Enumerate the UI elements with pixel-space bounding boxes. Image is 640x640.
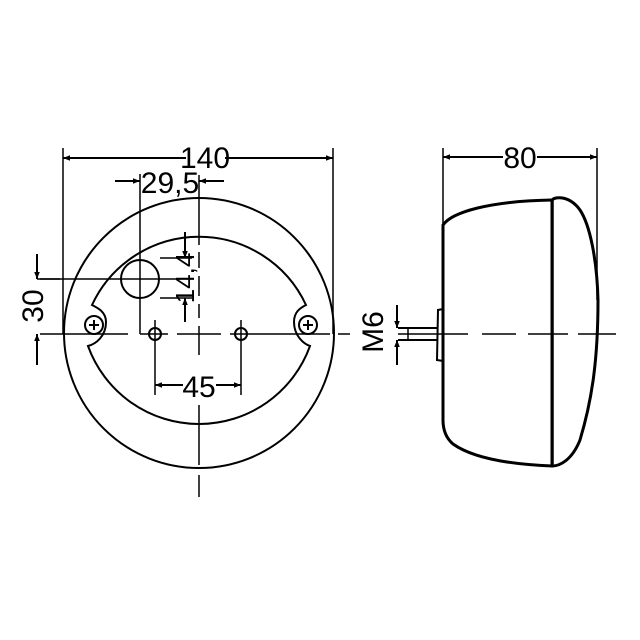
mounting-plate xyxy=(435,308,444,362)
lens-outline xyxy=(550,196,600,468)
front-view: 140 29,5 14,4 30 45 xyxy=(17,142,350,497)
side-view: M6 80 xyxy=(338,142,616,468)
left-screw xyxy=(84,315,104,335)
dim-14-4-label: 14,4 xyxy=(170,253,200,304)
dim-140-label: 140 xyxy=(180,142,230,175)
dim-m6-label: M6 xyxy=(357,311,390,353)
dim-80-label: 80 xyxy=(503,142,536,175)
right-screw xyxy=(298,315,318,335)
dim-30-label: 30 xyxy=(17,289,50,322)
dim-45-label: 45 xyxy=(182,371,215,404)
inner-rim xyxy=(86,235,312,425)
dim-29-5-label: 29,5 xyxy=(141,167,199,200)
housing-outline xyxy=(441,198,554,468)
